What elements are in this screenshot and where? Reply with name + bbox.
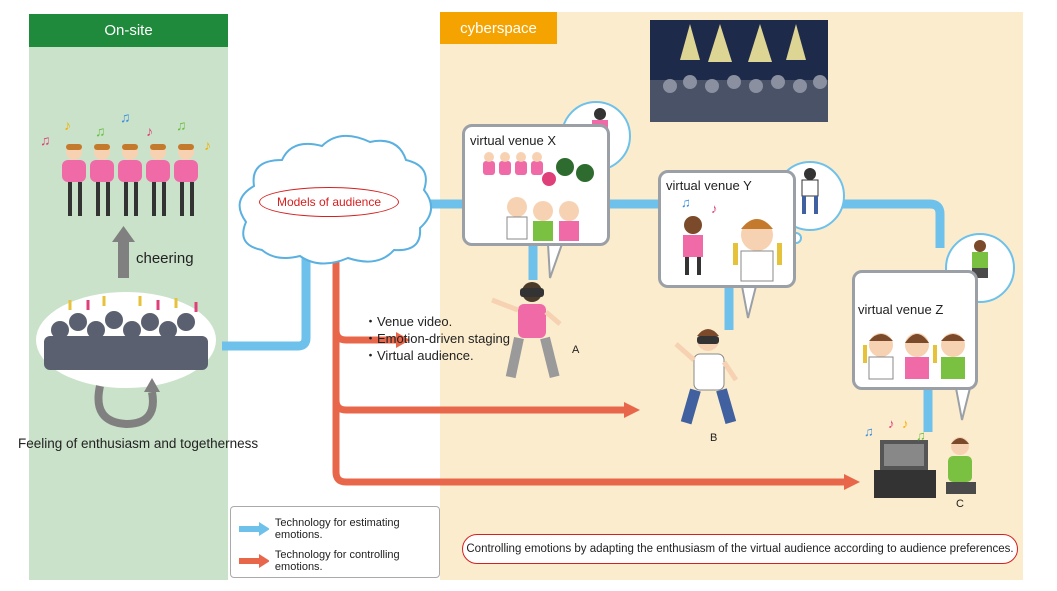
venue-z-bubble (852, 270, 978, 390)
svg-text:♪: ♪ (902, 416, 909, 431)
onsite-crowd-illustration (36, 292, 216, 388)
svg-text:♫: ♫ (120, 109, 131, 125)
venue-y-illustration: ♫♪ (681, 195, 782, 282)
svg-text:♫: ♫ (681, 195, 691, 210)
venue-y-bubble: ♫♪ (658, 170, 796, 288)
user-a-illustration (491, 282, 562, 379)
venue-y-title: virtual venue Y (666, 178, 752, 193)
staging-list: ・Venue video. ・Emotion-driven staging ・V… (364, 313, 510, 364)
legend-blue-arrow-icon (239, 522, 269, 536)
onsite-header: On-site (29, 14, 228, 47)
concert-photo (650, 20, 828, 122)
venue-x-bubble (462, 124, 610, 246)
idol-group-illustration: ♫ ♪ ♫ ♫ ♪ ♫ ♪ (40, 109, 211, 216)
user-b-label: B (710, 432, 718, 444)
svg-text:♫: ♫ (864, 424, 874, 439)
legend-estimate-text: Technology for estimating emotions. (274, 517, 400, 541)
control-arrowhead-b (624, 402, 640, 418)
user-c-label: C (956, 498, 964, 510)
cheering-label: cheering (136, 250, 194, 267)
venue-z-illustration (863, 333, 965, 380)
estimate-line-main (420, 199, 945, 248)
svg-text:♫: ♫ (95, 123, 106, 139)
svg-text:♪: ♪ (64, 117, 71, 133)
legend-control-text: Technology for controlling emotions. (274, 549, 400, 573)
cheering-arrow (112, 226, 135, 242)
bottom-note: Controlling emotions by adapting the ent… (462, 534, 1018, 564)
cycle-arrow (94, 385, 157, 429)
cyberspace-header: cyberspace (440, 12, 557, 44)
svg-text:♪: ♪ (711, 201, 718, 216)
control-arrowhead-a (396, 332, 410, 348)
svg-text:♪: ♪ (888, 416, 895, 431)
svg-text:♪: ♪ (146, 123, 153, 139)
models-of-audience: Models of audience (259, 187, 399, 217)
thought-figure-y (801, 168, 819, 214)
staging-item: ・Virtual audience. (364, 348, 474, 363)
svg-text:♫: ♫ (176, 117, 187, 133)
legend-orange-arrow-icon (239, 554, 269, 568)
user-a-label: A (572, 344, 580, 356)
svg-text:♫: ♫ (916, 428, 926, 443)
staging-item: ・Emotion-driven staging (364, 331, 510, 346)
legend-control: Technology for controlling emotions. (239, 549, 439, 573)
svg-text:♪: ♪ (204, 137, 211, 153)
legend-estimate: Technology for estimating emotions. (239, 517, 439, 541)
venue-x-illustration (483, 152, 594, 241)
svg-text:♫: ♫ (40, 132, 51, 148)
estimate-arrow-onsite (222, 230, 311, 351)
feeling-label: Feeling of enthusiasm and togetherness (18, 436, 259, 451)
thought-figure-z (972, 240, 988, 278)
control-arrowhead-c (844, 474, 860, 490)
staging-item: ・Venue video. (364, 314, 453, 329)
legend-box: Technology for estimating emotions. Tech… (230, 506, 440, 578)
venue-z-title: virtual venue Z (858, 302, 944, 317)
venue-x-title: virtual venue X (470, 133, 556, 148)
control-arrow-c (332, 400, 846, 486)
user-c-illustration: ♫ ♪ ♪ ♫ (864, 416, 976, 498)
user-b-illustration (674, 329, 739, 425)
